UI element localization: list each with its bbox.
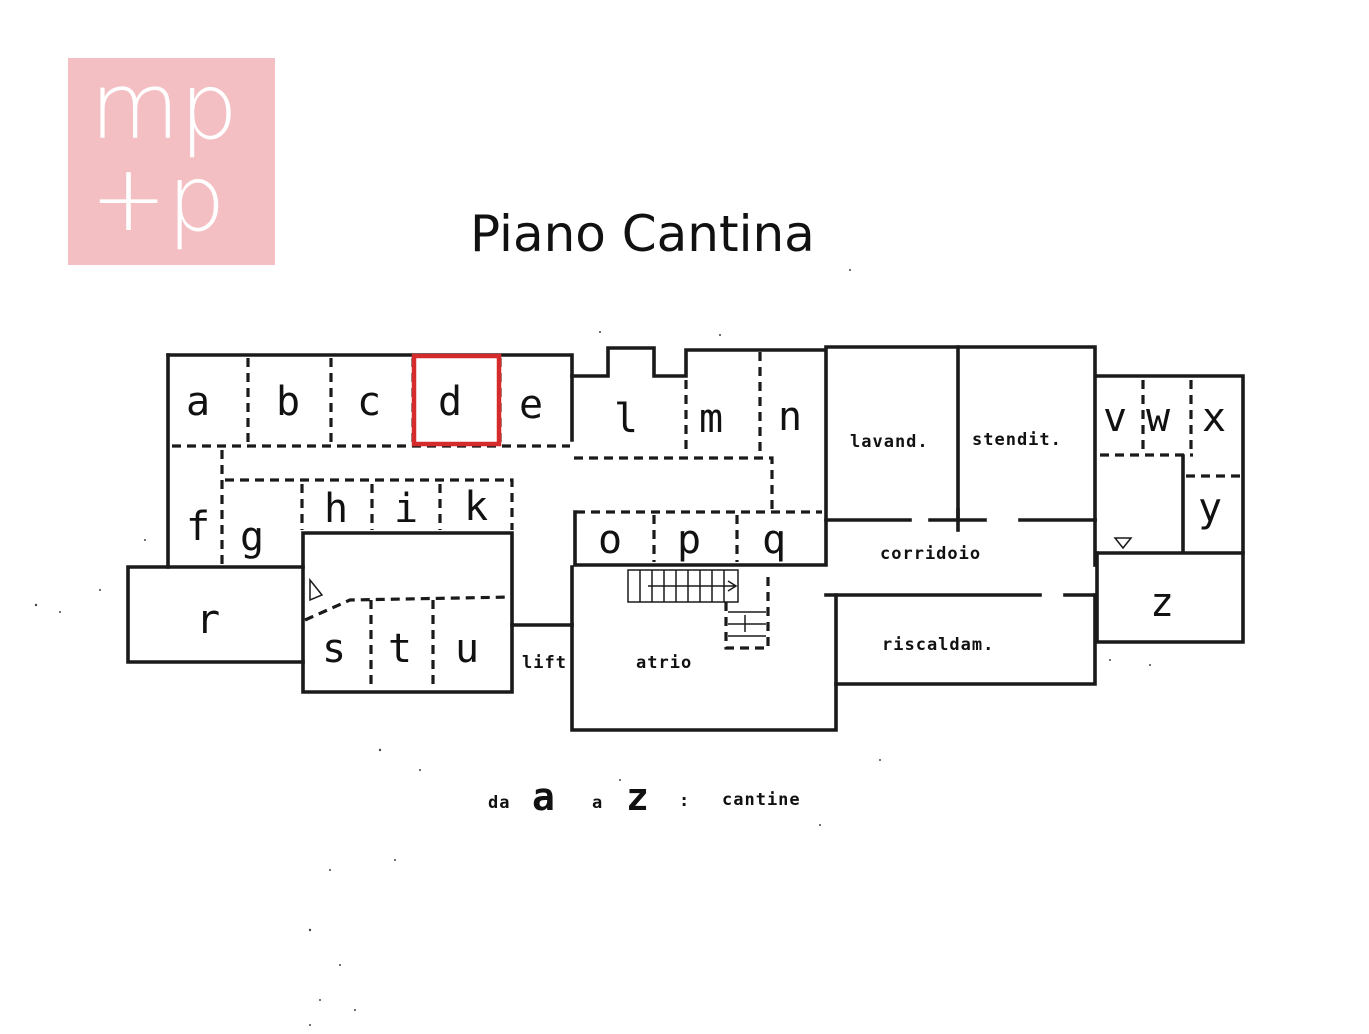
unit-label-q: q (762, 517, 786, 563)
legend-end-letter: z (626, 775, 649, 819)
unit-labels: a b c d e f g h i k l m n o p q r s t u … (186, 379, 1226, 672)
logo-text-top: mp (90, 58, 238, 160)
unit-label-t: t (388, 626, 412, 672)
unit-label-b: b (276, 379, 300, 425)
unit-label-f: f (186, 504, 210, 550)
unit-label-o: o (598, 517, 622, 563)
page-title: Piano Cantina (470, 205, 815, 263)
unit-label-m: m (699, 396, 723, 442)
legend-to: a (592, 793, 603, 813)
legend: da a a z : cantine (488, 775, 801, 819)
room-label-corridoio: corridoio (880, 544, 981, 564)
unit-label-i: i (394, 486, 418, 532)
room-label-riscaldam: riscaldam. (882, 635, 994, 655)
central-walls (570, 346, 1097, 732)
stairs (627, 569, 770, 650)
unit-label-d: d (438, 379, 462, 425)
unit-label-p: p (677, 517, 701, 563)
unit-label-x: x (1202, 395, 1226, 441)
legend-from: da (488, 793, 510, 813)
left-wing-walls (126, 353, 574, 694)
legend-meaning: cantine (722, 790, 801, 810)
unit-label-s: s (322, 626, 346, 672)
room-label-lavand: lavand. (850, 432, 929, 452)
unit-label-g: g (240, 514, 264, 560)
room-label-stendit: stendit. (972, 430, 1062, 450)
legend-separator: : (679, 791, 690, 811)
logo-mark: mp +p (90, 58, 238, 252)
unit-label-a: a (186, 379, 210, 425)
scan-specks (34, 269, 1151, 1026)
unit-label-y: y (1198, 485, 1222, 531)
highlight-unit-d[interactable] (411, 353, 502, 447)
unit-label-u: u (455, 626, 479, 672)
unit-label-c: c (357, 379, 381, 425)
room-labels: lavand. stendit. corridoio riscaldam. li… (522, 430, 1062, 673)
unit-label-l: l (614, 396, 638, 442)
logo-text-bottom: +p (90, 145, 225, 252)
unit-label-w: w (1146, 395, 1171, 441)
row-one-dividers (172, 358, 570, 690)
right-wing-walls (1095, 374, 1245, 644)
service-rooms-walls (824, 345, 1097, 686)
unit-label-r: r (196, 597, 220, 643)
unit-label-n: n (778, 394, 802, 440)
unit-label-e: e (519, 382, 543, 428)
legend-start-letter: a (532, 775, 555, 819)
room-label-atrio: atrio (636, 653, 692, 673)
unit-label-k: k (464, 484, 488, 530)
unit-label-v: v (1103, 395, 1127, 441)
room-label-lift: lift (522, 653, 567, 673)
door-mark (309, 577, 324, 602)
unit-label-z: z (1150, 580, 1174, 626)
logo: mp +p (68, 58, 275, 265)
unit-label-h: h (324, 486, 348, 532)
